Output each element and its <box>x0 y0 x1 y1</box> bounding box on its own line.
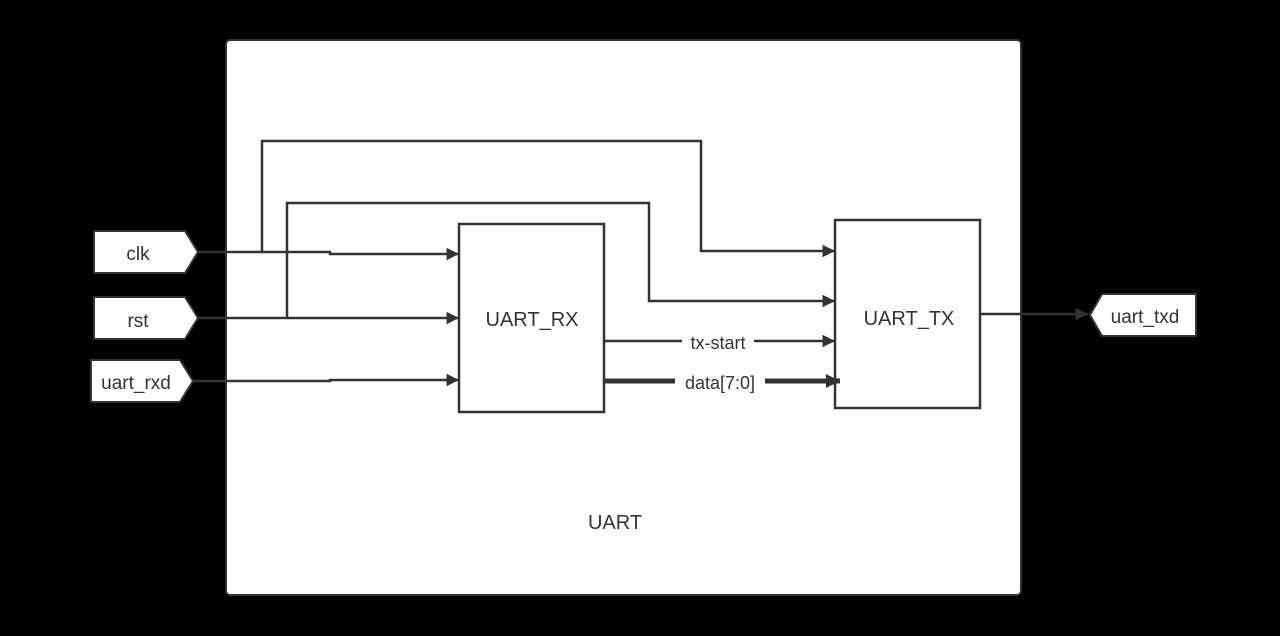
uart-tx-label: UART_TX <box>864 308 955 330</box>
uart-container-label: UART <box>588 512 642 534</box>
wire-clk-to-tx <box>260 139 835 258</box>
data-bus-label-bg <box>675 370 765 392</box>
port-uart-rxd-label: uart_rxd <box>101 373 171 394</box>
wire-clk-to-rx <box>198 247 459 261</box>
port-clk <box>93 230 200 274</box>
wire-rst-to-tx <box>285 201 835 318</box>
wire-uart-rxd-to-rx <box>193 373 459 387</box>
port-rst-label: rst <box>127 311 149 332</box>
uart-rx-block <box>457 222 606 414</box>
port-uart-txd-label: uart_txd <box>1111 307 1180 328</box>
port-rst <box>93 296 200 340</box>
tx-start-label-bg <box>682 331 754 351</box>
data-bus-label: data[7:0] <box>685 373 755 393</box>
port-uart-txd <box>1088 293 1197 337</box>
port-clk-label: clk <box>126 244 150 265</box>
uart-tx-block <box>833 218 982 410</box>
tx-start-label: tx-start <box>690 333 745 353</box>
uart-rx-label: UART_RX <box>486 309 579 331</box>
port-uart-rxd <box>90 359 195 403</box>
